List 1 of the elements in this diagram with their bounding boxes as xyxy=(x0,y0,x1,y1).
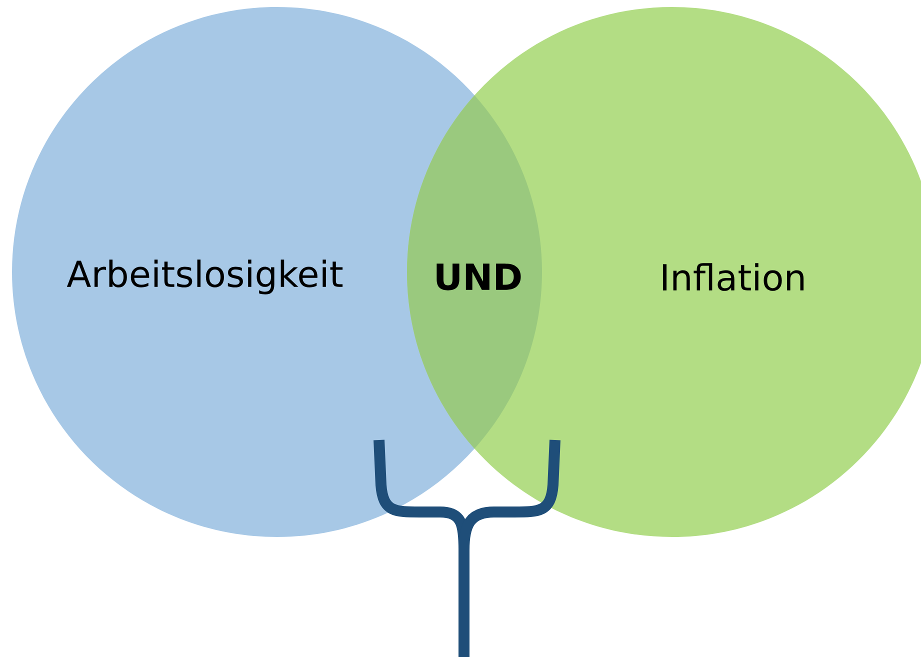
overlap-label: UND xyxy=(436,264,521,290)
